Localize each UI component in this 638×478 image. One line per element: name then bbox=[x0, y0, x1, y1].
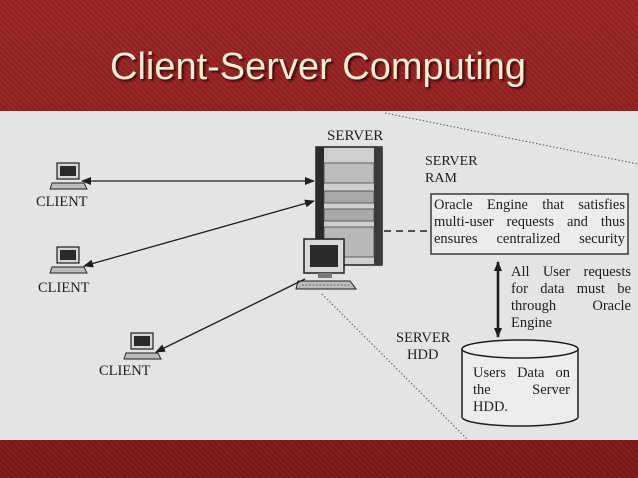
connector-client-3-server bbox=[155, 278, 306, 353]
ram-box-line-1: Oracle Engine that satisfies bbox=[434, 197, 625, 213]
ram-box-text: Oracle Engine that satisfies multi-user … bbox=[434, 197, 625, 248]
ram-box-line-2: multi-user requests and thus bbox=[434, 214, 625, 230]
client-label-2: CLIENT bbox=[38, 280, 90, 296]
client-computer-icon-1 bbox=[49, 162, 88, 190]
arrow-note-line-1: All User requests bbox=[511, 264, 631, 280]
slide-title: Client-Server Computing bbox=[110, 46, 527, 88]
client-computer-icon-3 bbox=[123, 332, 162, 360]
arrow-note-line-2: for data must be bbox=[511, 281, 631, 297]
connector-client-2-server bbox=[83, 199, 315, 268]
hdd-cylinder-text: Users Data on the Server HDD. bbox=[473, 365, 570, 416]
server-hdd-cylinder bbox=[461, 339, 579, 427]
ram-box bbox=[430, 193, 629, 255]
client-label-1: CLIENT bbox=[36, 194, 88, 210]
arrow-note-line-4: Engine bbox=[511, 315, 553, 331]
server-ram-label-line2: RAM bbox=[425, 171, 457, 186]
client-label-3: CLIENT bbox=[99, 363, 151, 379]
projection-line-top bbox=[384, 112, 638, 165]
projection-line-bottom bbox=[321, 293, 469, 440]
server-hdd-label-line1: SERVER bbox=[396, 330, 451, 346]
hdd-line-1: Users Data on bbox=[473, 365, 570, 381]
server-label: SERVER bbox=[327, 128, 384, 144]
ram-box-line-3: ensures centralized security bbox=[434, 231, 625, 247]
hdd-line-2: the Server bbox=[473, 382, 570, 398]
hdd-line-3: HDD. bbox=[473, 399, 509, 415]
client-server-diagram: SERVER SERVER RAM CLIENT CLIENT CLIENT O… bbox=[0, 111, 638, 440]
arrow-note-text: All User requests for data must be throu… bbox=[511, 264, 631, 332]
diagram-graphics bbox=[49, 112, 638, 440]
server-hdd-label-line2: HDD bbox=[407, 347, 439, 363]
server-ram-label-line1: SERVER bbox=[425, 154, 478, 169]
arrow-note-line-3: through Oracle bbox=[511, 298, 631, 314]
client-computer-icon-2 bbox=[49, 246, 88, 274]
